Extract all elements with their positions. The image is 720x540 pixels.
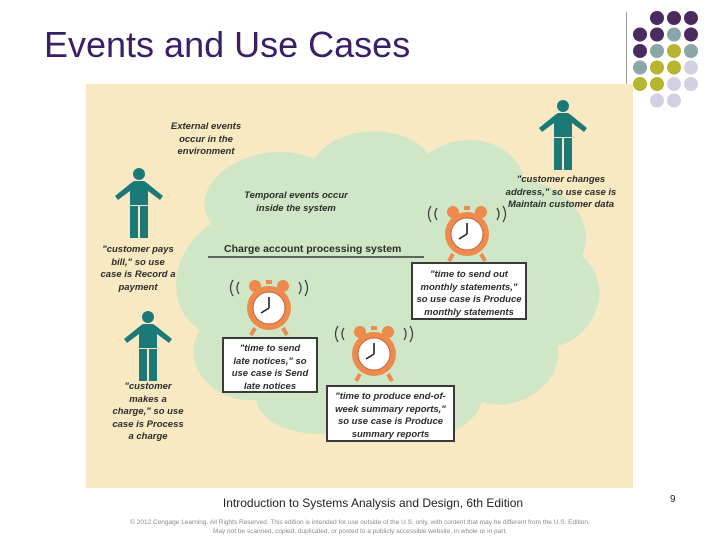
copyright-notice: © 2012 Cengage Learning. All Rights Rese…	[130, 519, 590, 535]
decorative-dot	[633, 60, 647, 75]
page-number: 9	[670, 494, 676, 505]
monthly-statements-label: "time to send out monthly statements," s…	[416, 269, 522, 318]
person-icon	[539, 100, 587, 170]
decorative-dot	[650, 44, 664, 58]
person-icon	[124, 311, 172, 381]
customer-charge-label: "customer makes a charge," so use case i…	[112, 381, 184, 442]
temporal-events-label: Temporal events occur inside the system	[244, 190, 348, 214]
summary-reports-box: "time to produce end-of- week summary re…	[326, 385, 455, 442]
decorative-dot	[667, 44, 681, 58]
decorative-dot	[684, 27, 698, 42]
title-divider-line	[626, 12, 627, 84]
decorative-dot	[650, 77, 664, 91]
decorative-dot	[667, 11, 681, 25]
customer-address-label: "customer changes address," so use case …	[505, 174, 617, 210]
decorative-dot-grid	[633, 11, 698, 108]
decorative-dot	[667, 93, 681, 108]
decorative-dot	[667, 27, 681, 42]
external-events-label: External events occur in the environment	[170, 121, 242, 157]
decorative-dot	[633, 27, 647, 42]
alarm-clock-icon	[427, 205, 507, 262]
late-notices-label: "time to send late notices," so use case…	[231, 343, 309, 392]
decorative-dot	[684, 11, 698, 25]
decorative-dot	[650, 27, 664, 42]
decorative-dot	[684, 77, 698, 91]
late-notices-box: "time to send late notices," so use case…	[222, 337, 318, 393]
decorative-dot	[667, 77, 681, 91]
footer-book-title: Introduction to Systems Analysis and Des…	[222, 496, 524, 510]
alarm-clock-icon	[229, 279, 309, 336]
decorative-dot	[650, 93, 664, 108]
person-icon	[115, 168, 163, 238]
summary-reports-label: "time to produce end-of- week summary re…	[335, 391, 446, 440]
decorative-dot	[684, 44, 698, 58]
decorative-dot	[684, 60, 698, 75]
decorative-dot	[667, 60, 681, 75]
alarm-clock-icon	[334, 325, 414, 382]
decorative-dot	[633, 77, 647, 91]
decorative-dot	[633, 44, 647, 58]
decorative-dot	[650, 60, 664, 75]
slide-title: Events and Use Cases	[44, 24, 411, 65]
decorative-dot	[650, 11, 664, 25]
events-use-cases-figure: External events occur in the environment…	[86, 84, 633, 488]
customer-pays-label: "customer pays bill," so use case is Rec…	[100, 244, 176, 293]
monthly-statements-box: "time to send out monthly statements," s…	[411, 262, 527, 320]
system-label: Charge account processing system	[224, 243, 402, 255]
